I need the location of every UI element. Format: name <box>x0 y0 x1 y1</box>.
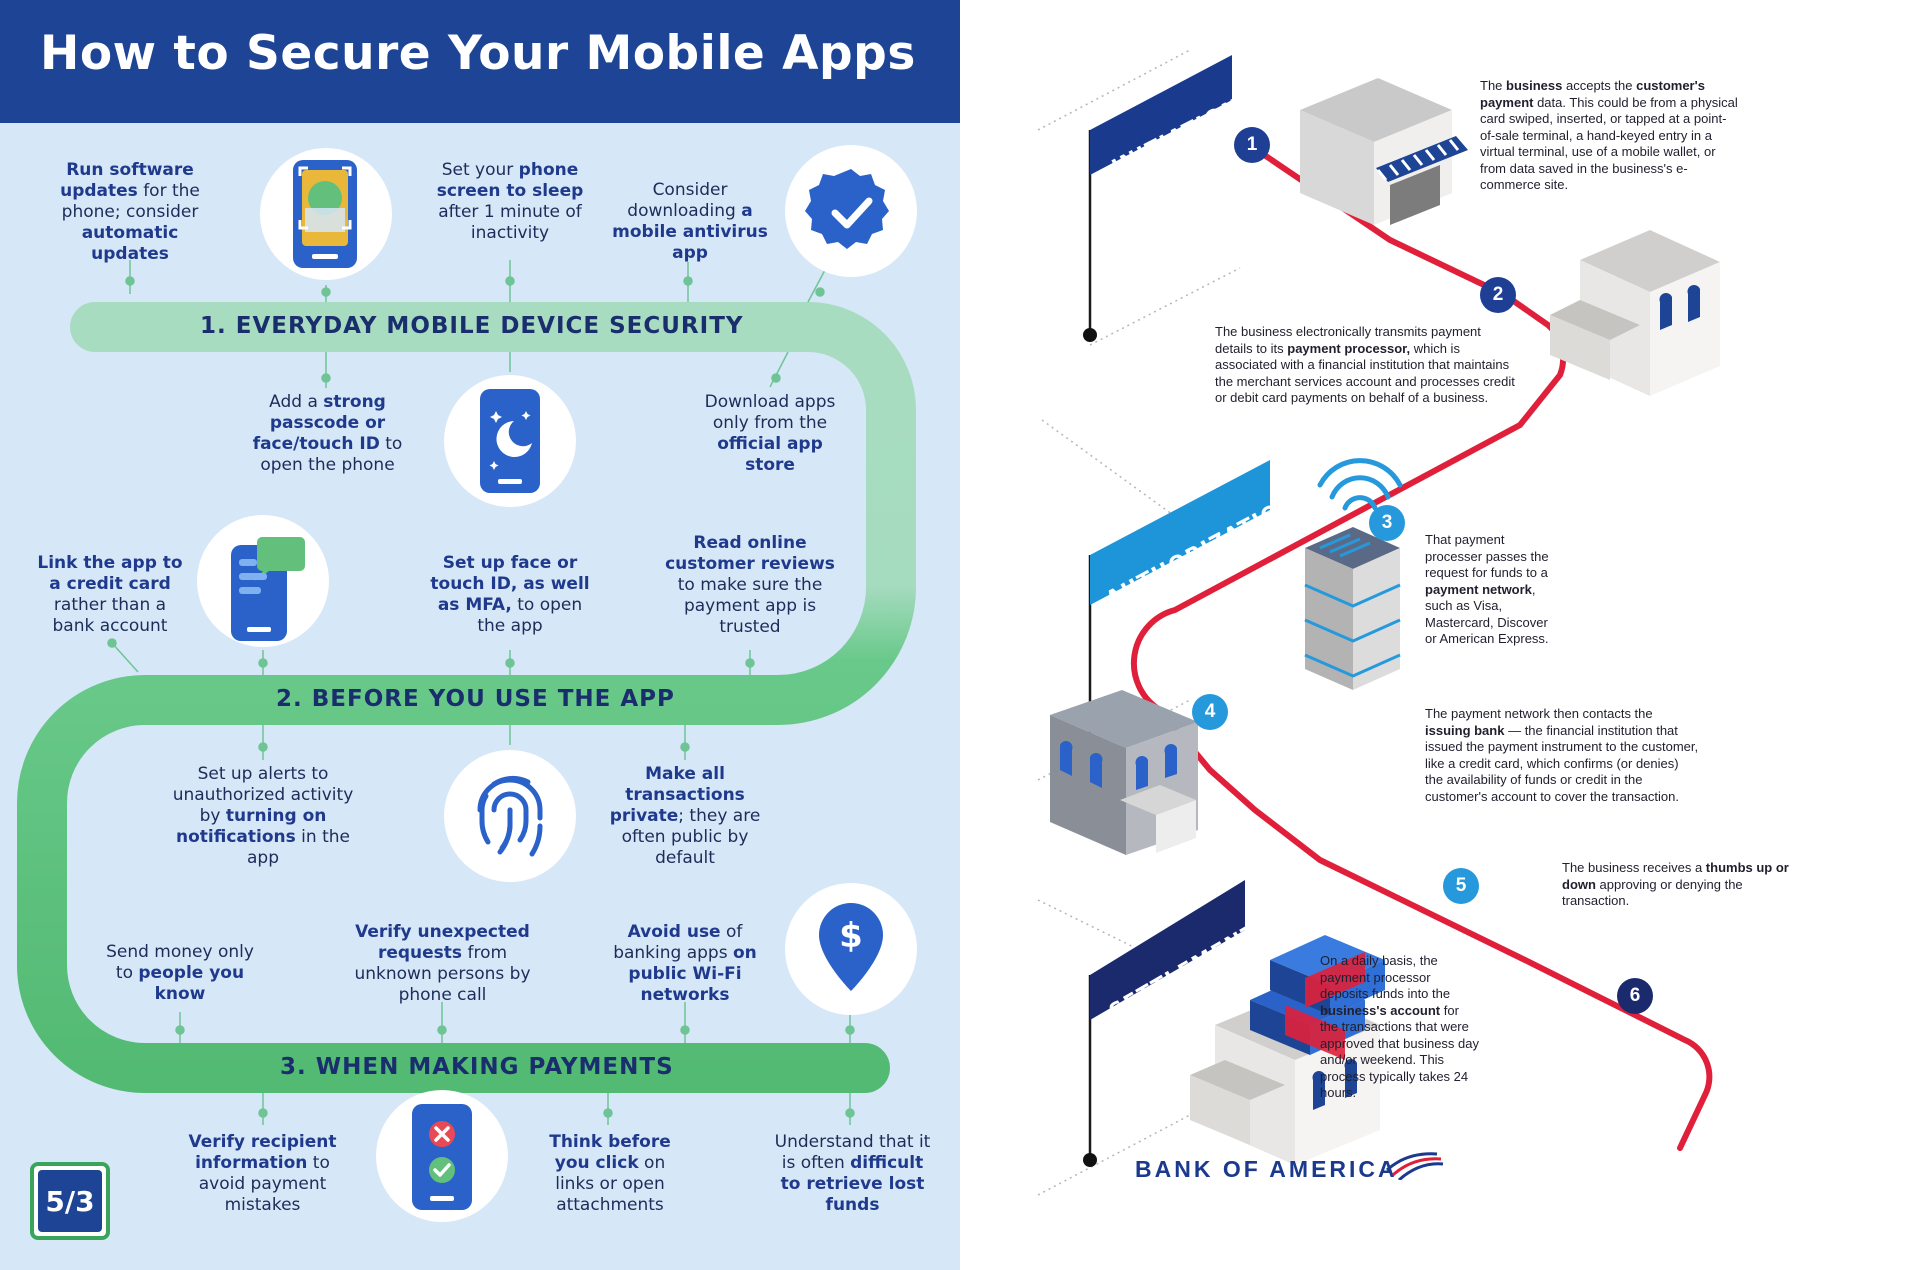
brand-flag-icon <box>1385 1152 1444 1180</box>
section-3-label: 3. WHEN MAKING PAYMENTS <box>280 1054 674 1080</box>
step-text-3-part-2: , such as Visa, Mastercard, Discover or … <box>1425 581 1549 647</box>
network-server <box>1304 527 1401 690</box>
fifth-third-logo: 5/3 <box>30 1162 110 1240</box>
initiation-flag-shape <box>1090 55 1232 175</box>
step-number-2: 2 <box>1480 277 1516 313</box>
track-path <box>17 302 916 1093</box>
step-text-5-part-0: The business receives a <box>1562 860 1706 875</box>
dollar-sign: $ <box>839 916 863 956</box>
settlement-flag-shape <box>1090 880 1245 1020</box>
step-number-1: 1 <box>1234 127 1270 163</box>
step-text-1: The business accepts the customer's paym… <box>1480 78 1740 194</box>
pole-base-1 <box>1083 328 1097 342</box>
wifi-icon <box>1317 458 1403 511</box>
step-number-6: 6 <box>1617 978 1653 1014</box>
step-text-6: On a daily basis, the payment processor … <box>1320 953 1480 1102</box>
tip-run-updates: Run software updates for the phone; cons… <box>60 160 200 264</box>
step-number-5: 5 <box>1443 868 1479 904</box>
step-text-5: The business receives a thumbs up or dow… <box>1562 860 1792 910</box>
step-text-2-part-2: which is associated with a financial ins… <box>1215 340 1515 406</box>
pole-base-3 <box>1083 1153 1097 1167</box>
sleep-mode-icon <box>444 375 576 507</box>
title-bar: How to Secure Your Mobile Apps <box>0 0 960 123</box>
step-text-3-part-0: That payment processer passes the reques… <box>1425 532 1549 580</box>
step-text-1-part-1: business <box>1506 78 1563 93</box>
step-number-4: 4 <box>1192 694 1228 730</box>
section-1-label: 1. EVERYDAY MOBILE DEVICE SECURITY <box>200 313 744 339</box>
processor-bank-building <box>1550 230 1720 396</box>
tip-reviews: Read online customer reviews to make sur… <box>665 533 835 637</box>
authorization-flag-shape <box>1090 460 1270 605</box>
step-text-1-part-2: accepts the <box>1562 78 1637 93</box>
page-title: How to Secure Your Mobile Apps <box>40 26 916 81</box>
step-text-2-part-0: The business electronically transmits pa… <box>1215 324 1481 356</box>
brand-name: BANK OF AMERICA <box>1135 1156 1398 1182</box>
tip-link-card: Link the app to a credit card rather tha… <box>37 553 183 636</box>
tip-official-store: Download apps only from the official app… <box>704 392 836 475</box>
tip-face-id-mfa: Set up face or touch ID, as well as MFA,… <box>430 553 590 636</box>
tip-alerts: Set up alerts to unauthorized activity b… <box>172 764 354 868</box>
connector-lines <box>107 260 855 1125</box>
chat-phone-icon <box>197 515 329 647</box>
tip-verify-requests: Verify unexpected requests from unknown … <box>354 922 531 1005</box>
tip-antivirus: Consider downloading a mobile antivirus … <box>612 180 768 263</box>
step-text-4-part-2: — the financial institution that issued … <box>1425 722 1699 804</box>
fingerprint-icon <box>444 750 576 882</box>
guide-lines <box>1037 49 1241 1196</box>
step-text-5-part-1: thumbs up or down <box>1562 860 1789 892</box>
step-text-1-part-3: customer's payment <box>1480 78 1705 110</box>
tip-retrieve: Understand that it is often difficult to… <box>774 1132 931 1215</box>
step-text-3-part-1: payment network <box>1425 581 1532 597</box>
step-text-5-part-2: approving or denying the transaction. <box>1562 876 1743 909</box>
step-text-2: The business electronically transmits pa… <box>1215 324 1515 407</box>
step-number-3: 3 <box>1369 505 1405 541</box>
tip-private: Make all transactions private; they are … <box>609 764 761 868</box>
logo-mark: 5/3 <box>38 1170 102 1232</box>
money-pin-icon: $ <box>785 883 917 1015</box>
approve-decline-icon <box>376 1090 508 1222</box>
storefront-building <box>1300 78 1468 225</box>
flow-graphics <box>1037 49 1720 1196</box>
security-infographic: How to Secure Your Mobile Apps <box>0 0 960 1270</box>
step-text-6-part-1: business's account <box>1320 1002 1441 1018</box>
step-text-1-part-4: data. This could be from a physical card… <box>1480 94 1738 193</box>
step-text-3: That payment processer passes the reques… <box>1425 532 1560 648</box>
issuing-bank-building <box>1050 690 1198 855</box>
face-scan-icon <box>260 148 392 280</box>
tip-phone-sleep: Set your phone screen to sleep after 1 m… <box>436 160 584 243</box>
step-text-4-part-1: issuing bank <box>1425 722 1505 738</box>
step-text-4: The payment network then contacts the is… <box>1425 706 1700 805</box>
step-text-1-part-0: The <box>1480 78 1507 93</box>
step-text-6-part-0: On a daily basis, the payment processor … <box>1320 953 1451 1001</box>
cash-stacks <box>1250 935 1385 1060</box>
tip-think-click: Think before you click on links or open … <box>549 1132 671 1215</box>
tip-verify-recipient: Verify recipient information to avoid pa… <box>188 1132 337 1215</box>
section-2-label: 2. BEFORE YOU USE THE APP <box>276 686 675 712</box>
tip-passcode: Add a strong passcode or face/touch ID t… <box>252 392 403 475</box>
step-text-4-part-0: The payment network then contacts the <box>1425 706 1653 721</box>
step-text-6-part-2: for the transactions that were approved … <box>1320 1002 1479 1101</box>
winding-track <box>17 260 916 1125</box>
payment-flow: INITIATION AUTHORIZATION SETTLEMENT 1 2 … <box>960 0 1920 1270</box>
step-text-2-part-1: payment processor, <box>1287 340 1411 356</box>
tip-avoid-wifi: Avoid use of banking apps on public Wi-F… <box>613 922 757 1005</box>
tip-send-money: Send money only to people you know <box>106 942 254 1004</box>
verified-badge-icon <box>785 145 917 277</box>
